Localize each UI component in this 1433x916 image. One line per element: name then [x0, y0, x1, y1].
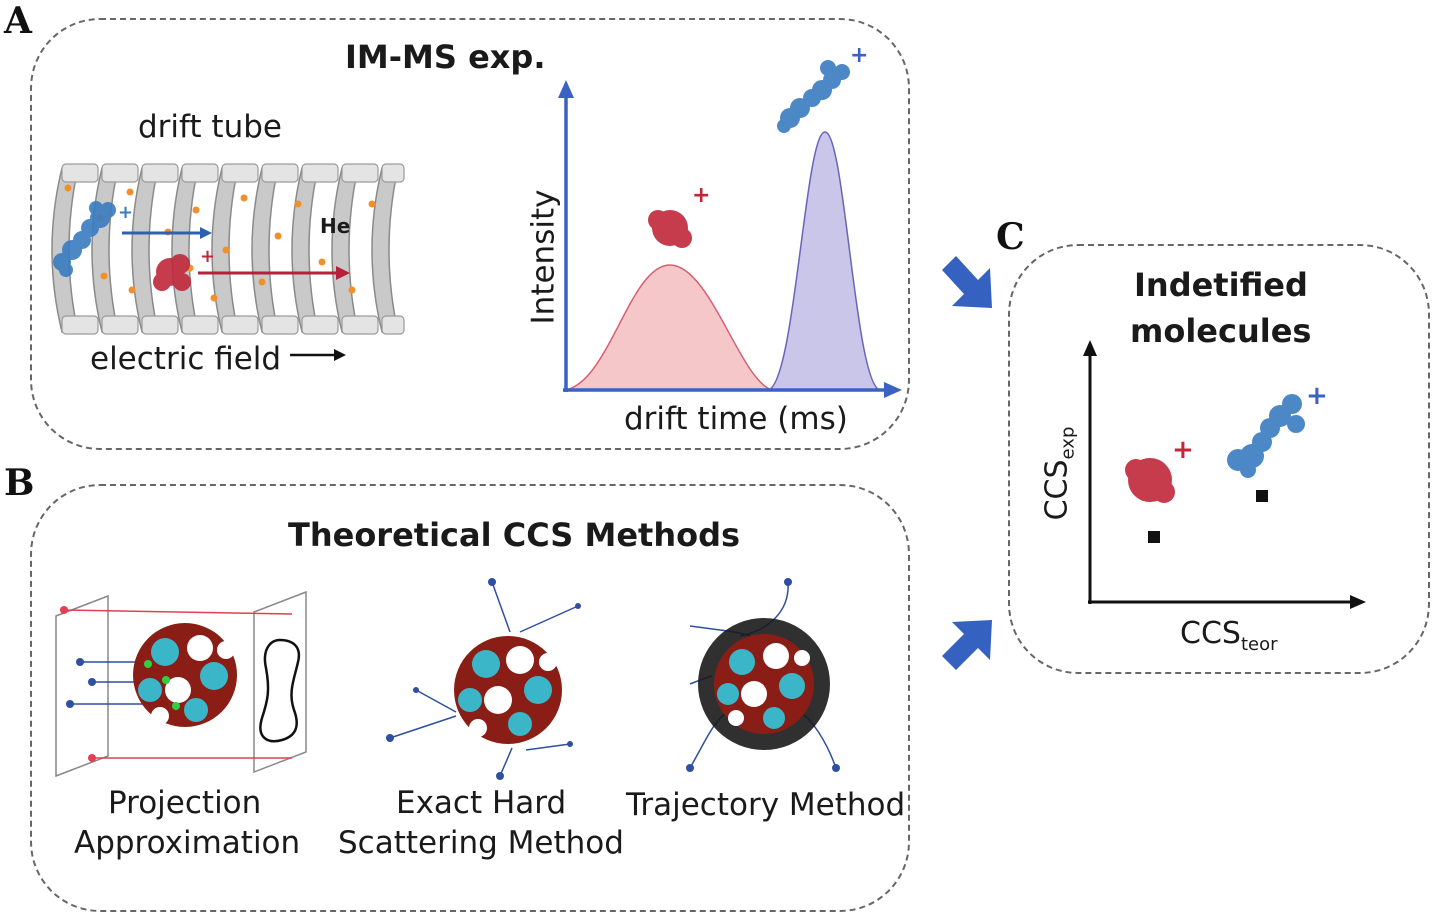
blue-peak: [767, 131, 881, 391]
molecule-cluster-1: [133, 623, 237, 727]
panel-a-frame: [30, 18, 910, 450]
panel-c-letter: C: [996, 216, 1025, 258]
red-ion-charge-tube: +: [200, 246, 215, 267]
trajectory-method-diagram: [686, 578, 840, 772]
ccs-xlabel-sub: teor: [1240, 634, 1278, 655]
ccs-ylabel-main: CCS: [1039, 459, 1075, 521]
panel-b-letter: B: [4, 462, 35, 504]
electric-field-label: electric field: [90, 341, 282, 377]
panel-c-frame: [1008, 244, 1430, 674]
molecule-cluster-2: [454, 636, 562, 744]
panel-b-frame: [30, 484, 910, 912]
panel-a-letter: A: [4, 0, 32, 42]
trajectory-label: Trajectory Method: [626, 787, 906, 823]
projection-plane-right: [253, 590, 307, 774]
blue-ion-charge-scatter: +: [1306, 381, 1328, 411]
data-point-blue-ion: [1256, 490, 1268, 502]
exact-hard-scattering-diagram: [386, 578, 581, 780]
drift-tube-label: drift tube: [138, 109, 282, 145]
projection-approximation-diagram: [55, 590, 307, 778]
arrow-a-to-c: [942, 256, 992, 308]
red-protein-ion-plot: [648, 210, 692, 248]
gas-label: He: [320, 214, 351, 238]
panel-c-title-line1: Indetified: [1134, 266, 1308, 304]
red-peak: [565, 264, 773, 391]
scattering-label-line2: Scattering Method: [338, 825, 624, 861]
projection-shadow-outline: [259, 638, 301, 743]
ccs-xlabel-main: CCS: [1180, 616, 1241, 651]
red-ion-charge-scatter: +: [1172, 435, 1194, 465]
ccs-xlabel: CCSteor: [1180, 616, 1277, 655]
blue-ion-charge-plot: +: [850, 43, 868, 68]
panel-b-title: Theoretical CCS Methods: [288, 516, 741, 554]
blue-protein-ion-plot: [777, 60, 850, 133]
panel-a-title: IM-MS exp.: [345, 38, 546, 76]
data-point-red-ion: [1148, 531, 1160, 543]
blue-ion-charge-tube: +: [118, 202, 133, 223]
projection-plane-left: [55, 594, 109, 778]
ccs-ylabel-sub: exp: [1057, 426, 1079, 460]
ccs-ylabel: CCSexp: [1039, 427, 1078, 521]
arrow-b-to-c: [942, 620, 992, 670]
molecule-cluster-3: [698, 618, 830, 750]
blue-protein-ion-scatter: [1227, 394, 1305, 478]
red-ion-charge-plot: +: [692, 183, 710, 208]
scattering-label-line1: Exact Hard: [396, 785, 567, 821]
plot-xlabel: drift time (ms): [624, 401, 848, 437]
red-protein-ion-scatter: [1125, 458, 1175, 503]
projection-label-line2: Approximation: [74, 825, 301, 861]
red-protein-ion-tube: [153, 254, 191, 291]
projection-label-line1: Projection: [108, 785, 262, 821]
blue-protein-ion-tube: [53, 201, 116, 277]
drift-time-plot: [558, 80, 902, 398]
panel-c-title-line2: molecules: [1130, 312, 1312, 350]
